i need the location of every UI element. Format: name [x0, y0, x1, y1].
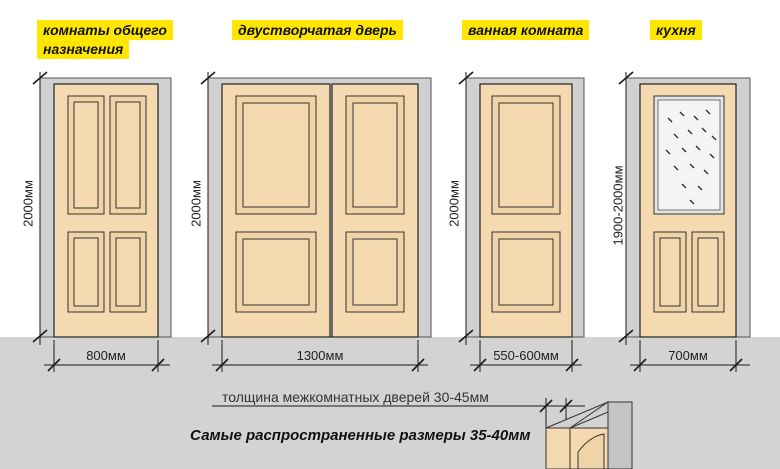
height-dimension-lines — [32, 71, 634, 345]
width-door-1: 800мм — [86, 348, 126, 363]
door-2-double — [207, 77, 432, 338]
height-door-1: 2000мм — [20, 180, 36, 227]
door-4-kitchen — [625, 77, 751, 338]
label-door-4: кухня — [650, 20, 702, 40]
width-door-3: 550-600мм — [493, 348, 559, 363]
glass-pattern — [665, 109, 717, 205]
label-door-3: ванная комната — [462, 20, 590, 40]
width-dimension-lines — [44, 340, 750, 372]
height-door-3: 2000мм — [446, 180, 462, 227]
height-door-4: 1900-2000мм — [610, 165, 626, 246]
label-door-2: двустворчатая дверь — [232, 20, 403, 40]
thickness-caption: толщина межкомнатных дверей 30-45мм — [222, 389, 489, 405]
width-door-4: 700мм — [668, 348, 708, 363]
door-1-general-room — [39, 77, 172, 338]
floor — [0, 337, 780, 469]
height-door-2: 2000мм — [188, 180, 204, 227]
label-door-1: комнаты общего — [37, 20, 173, 40]
width-door-2: 1300мм — [296, 348, 344, 363]
label-door-1-line2: назначения — [37, 39, 130, 59]
door-profile-section — [545, 401, 633, 469]
door-3-bathroom — [465, 77, 585, 338]
common-sizes-caption: Самые распространенные размеры 35-40мм — [190, 427, 531, 444]
